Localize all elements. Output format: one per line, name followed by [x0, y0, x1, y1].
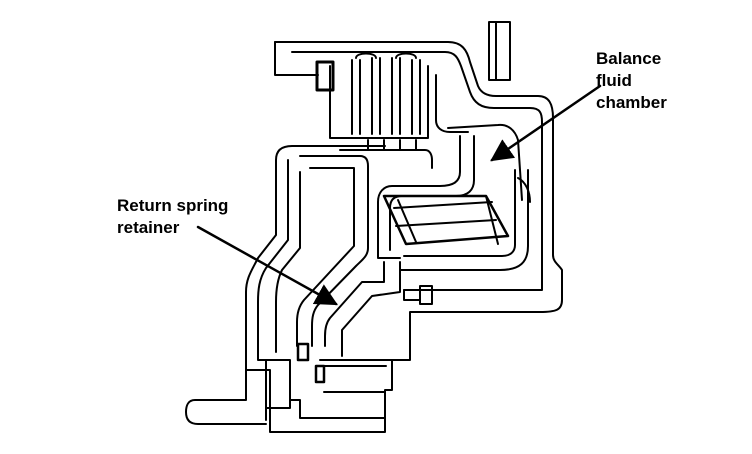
- label-line: Balance: [596, 49, 662, 68]
- label-line: Return spring: [117, 196, 229, 215]
- balance-fluid-chamber-label: Balance fluid chamber: [596, 48, 667, 114]
- piston-retainer: [296, 155, 433, 357]
- hub-assembly: [185, 342, 393, 425]
- label-line: retainer: [117, 218, 180, 237]
- shaft-part: [488, 21, 511, 81]
- label-line: fluid: [596, 71, 632, 90]
- outer-housing: [245, 41, 563, 433]
- return-spring: [382, 194, 510, 246]
- clutch-plates: [315, 52, 433, 169]
- label-line: chamber: [596, 93, 667, 112]
- leader-arrow-return-spring-retainer: [196, 225, 338, 306]
- leader-arrow-balance-chamber: [490, 84, 602, 162]
- return-spring-retainer-label: Return spring retainer: [117, 195, 228, 239]
